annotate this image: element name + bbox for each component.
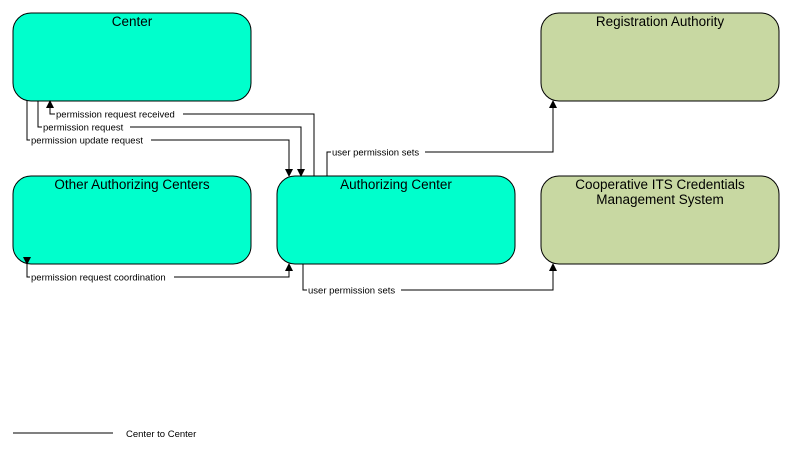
legend: Center to Center xyxy=(13,429,196,440)
node-center-label: Center xyxy=(112,14,153,29)
flow-user-permission-sets-scms[interactable]: user permission sets xyxy=(302,263,557,297)
node-authorizing-center-label: Authorizing Center xyxy=(340,177,452,192)
flow-permission-request[interactable]: permission request xyxy=(37,101,305,177)
flow-permission-request-received[interactable]: permission request received xyxy=(46,100,315,176)
node-authorizing-center[interactable]: Authorizing Center xyxy=(276,175,516,265)
flow-label-permission-update-request: permission update request xyxy=(31,136,143,147)
flow-permission-request-coordination[interactable]: permission request coordination xyxy=(23,257,293,284)
node-registration-authority[interactable]: Registration Authority xyxy=(540,12,780,102)
node-center[interactable]: Center xyxy=(12,12,252,102)
legend-label-center-to-center: Center to Center xyxy=(126,429,196,440)
node-scms[interactable]: Cooperative ITS Credentials Management S… xyxy=(540,175,780,265)
flow-label-permission-request: permission request xyxy=(43,123,124,134)
flow-label-permission-request-coordination: permission request coordination xyxy=(31,273,166,284)
node-scms-label-line1: Cooperative ITS Credentials xyxy=(575,177,745,192)
node-other-authorizing-centers-label: Other Authorizing Centers xyxy=(54,177,210,192)
flow-label-user-permission-sets-scms: user permission sets xyxy=(308,286,395,297)
flow-permission-update-request[interactable]: permission update request xyxy=(26,101,293,177)
node-scms-label-line2: Management System xyxy=(596,192,724,207)
node-registration-authority-label: Registration Authority xyxy=(596,14,725,29)
flow-label-permission-request-received: permission request received xyxy=(56,110,175,121)
flow-label-user-permission-sets-ra: user permission sets xyxy=(332,148,419,159)
node-other-authorizing-centers[interactable]: Other Authorizing Centers xyxy=(12,175,252,265)
flow-user-permission-sets-ra[interactable]: user permission sets xyxy=(326,100,557,176)
